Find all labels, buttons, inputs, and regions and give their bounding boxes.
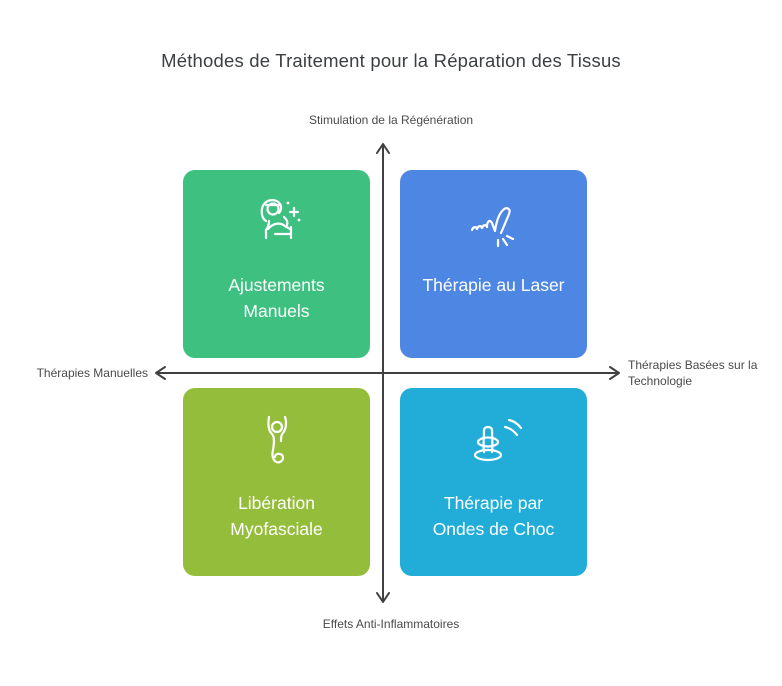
axis-label-left: Thérapies Manuelles [36,366,148,380]
quadrant-label: Thérapie au Laser [422,275,565,295]
axis-label-top: Stimulation de la Régénération [308,113,474,127]
laser-hand-icon [464,196,524,248]
stretch-figure-icon [247,414,307,466]
axis-label-right: Thérapies Basées sur la Technologie [628,358,758,388]
quadrant-card-therapie-au-laser: Thérapie au Laser [400,170,587,358]
quadrant-label: Thérapie par Ondes de Choc [432,493,555,539]
quadrant-card-ajustements-manuels: Ajustements Manuels [183,170,370,358]
massage-hands-icon [247,196,307,248]
quadrant-card-ondes-de-choc: Thérapie par Ondes de Choc [400,388,587,576]
shockwave-icon [464,414,524,466]
arrow-down-icon [376,592,390,603]
arrow-left-icon [155,366,166,380]
quadrant-card-liberation-myofasciale: Libération Myofasciale [183,388,370,576]
axis-label-bottom: Effets Anti-Inflammatoires [322,617,460,631]
quadrant-label: Libération Myofasciale [230,493,323,539]
arrow-up-icon [376,143,390,154]
page-title: Méthodes de Traitement pour la Réparatio… [161,50,621,71]
arrow-right-icon [609,366,620,380]
quadrant-label: Ajustements Manuels [228,275,325,321]
